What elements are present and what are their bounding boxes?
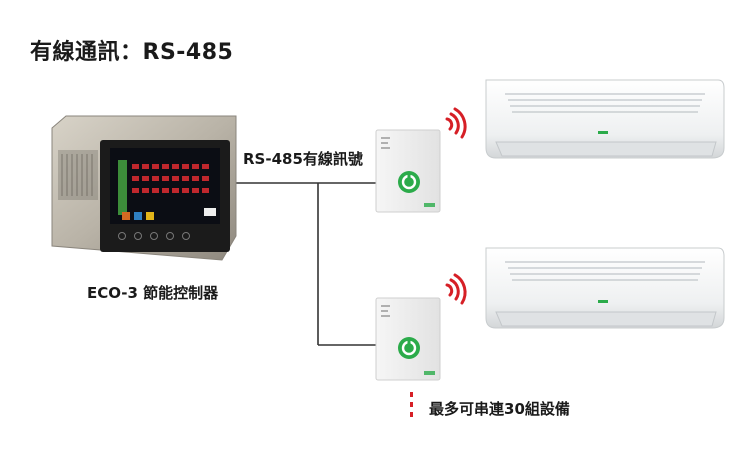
- rs485-module-1: [375, 129, 441, 213]
- air-conditioner-1: [485, 79, 725, 159]
- wifi-signal-icon: [445, 273, 467, 305]
- rs485-wiring: [232, 182, 376, 346]
- bus-label: RS-485有線訊號: [243, 150, 363, 168]
- rs485-module-2: [375, 297, 441, 381]
- power-logo-icon: [398, 337, 420, 359]
- page-title: 有線通訊：RS-485: [30, 40, 234, 65]
- note-bullet-icon: [410, 392, 413, 417]
- eco3-controller: [51, 115, 237, 261]
- controller-label: ECO-3 節能控制器: [87, 284, 219, 302]
- capacity-note: 最多可串連30組設備: [429, 400, 570, 418]
- air-conditioner-2: [485, 247, 725, 329]
- wifi-signal-icon: [445, 107, 467, 139]
- power-logo-icon: [398, 171, 420, 193]
